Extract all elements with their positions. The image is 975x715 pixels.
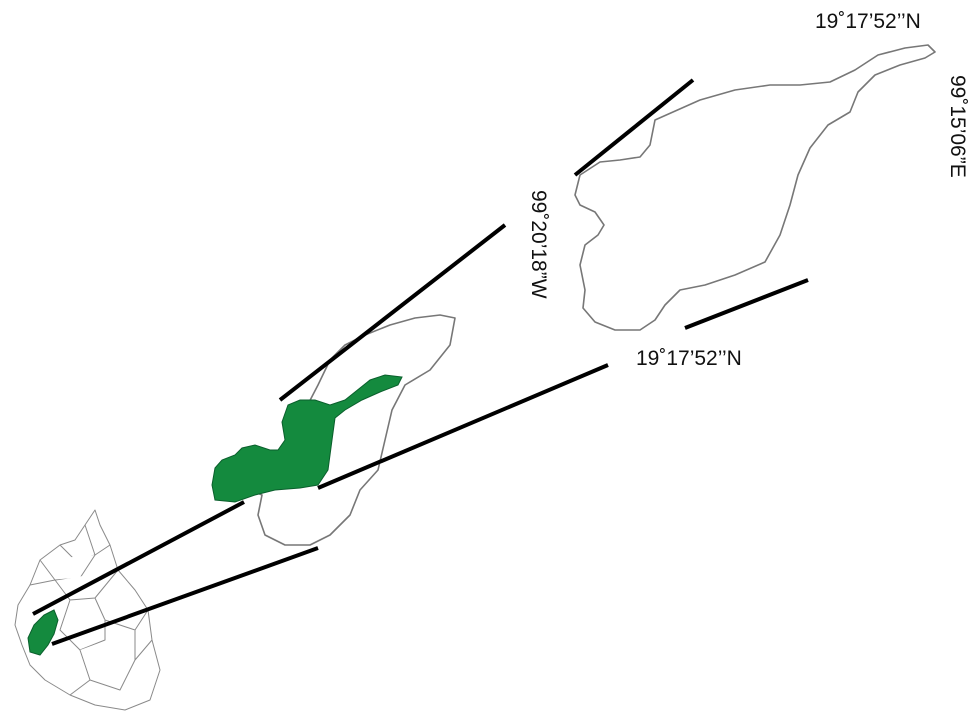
- study-area-outline: [574, 44, 936, 331]
- municipality-outline: [94, 597, 149, 631]
- municipalities-map: [14, 509, 161, 711]
- study-area-map: [574, 44, 936, 331]
- study-area-medium: [211, 374, 403, 503]
- leader-line: [32, 500, 245, 616]
- leader-lines: [32, 78, 809, 646]
- study-area-small: [27, 609, 59, 656]
- latitude-label-bottom: 19˚17’52’’N: [636, 347, 742, 370]
- municipality-outline: [79, 630, 136, 691]
- longitude-label-right: 99˚15’06”E: [946, 75, 969, 178]
- leader-line: [51, 546, 319, 646]
- longitude-label-middle: 99˚20’18”W: [527, 190, 550, 299]
- municipality-outline: [134, 639, 153, 661]
- leader-line: [317, 363, 609, 490]
- delegation-outline: [249, 314, 456, 546]
- latitude-label-top: 19˚17’52’’N: [815, 10, 921, 33]
- coordinate-labels: 19˚17’52’’N 19˚17’52’’N 99˚15’06”E 99˚20…: [527, 10, 969, 370]
- leader-line: [573, 78, 695, 177]
- municipality-outline: [69, 679, 91, 696]
- leader-line: [684, 278, 809, 330]
- leader-line: [278, 223, 507, 402]
- municipality-outline: [84, 524, 96, 556]
- delegation-map: [211, 314, 456, 546]
